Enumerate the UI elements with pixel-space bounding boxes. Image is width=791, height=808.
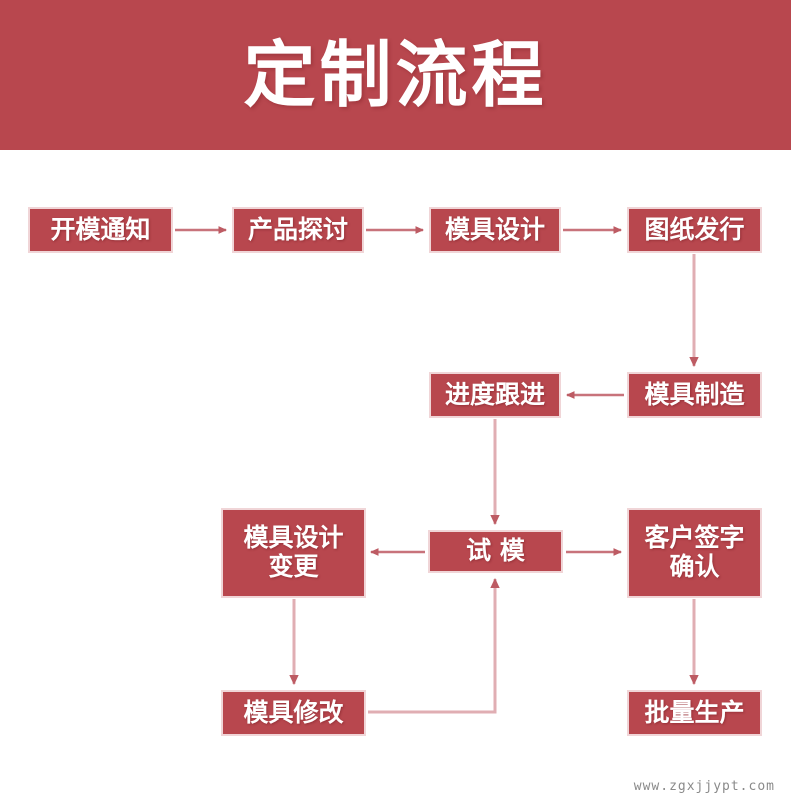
node-jindu-genjin[interactable]: 进度跟进	[429, 372, 561, 418]
edge-n10-n7	[368, 578, 500, 714]
header-banner: 定制流程	[0, 0, 791, 150]
watermark: www.zgxjjypt.com	[633, 779, 775, 794]
node-moju-xiugai[interactable]: 模具修改	[221, 690, 366, 736]
flow-diagram: 开模通知 产品探讨 模具设计 图纸发行 模具制造 进度跟进 试 模 模具设计 变…	[0, 150, 791, 808]
node-piliang-shengchan[interactable]: 批量生产	[627, 690, 762, 736]
node-moju-sheji[interactable]: 模具设计	[429, 207, 561, 253]
node-chanpin-tantao[interactable]: 产品探讨	[232, 207, 364, 253]
node-kehu-qianzi-queren[interactable]: 客户签字 确认	[627, 508, 762, 598]
node-moju-zhizao[interactable]: 模具制造	[627, 372, 762, 418]
node-shimo[interactable]: 试 模	[428, 530, 563, 573]
node-moju-sheji-biangeng[interactable]: 模具设计 变更	[221, 508, 366, 598]
node-tuzhi-faxing[interactable]: 图纸发行	[627, 207, 762, 253]
page-title: 定制流程	[243, 33, 548, 117]
node-kaimo-tongzhi[interactable]: 开模通知	[28, 207, 173, 253]
